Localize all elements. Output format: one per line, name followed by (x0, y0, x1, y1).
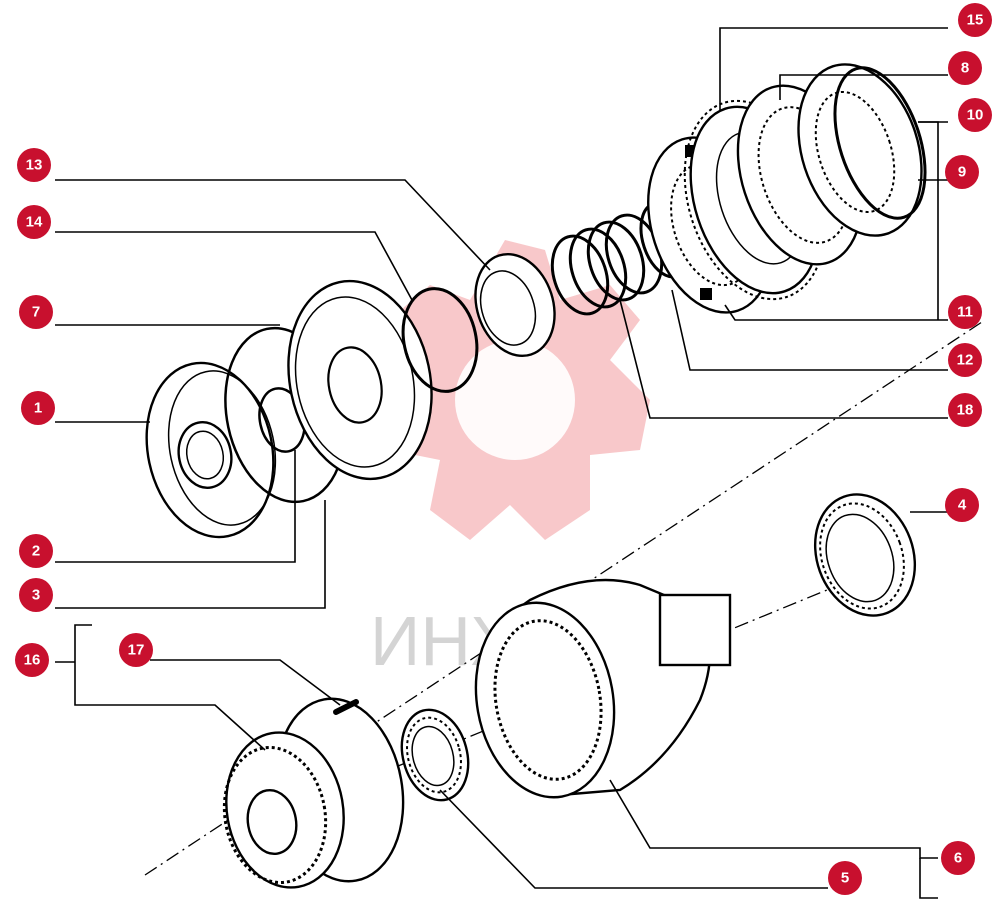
callouts: 1 2 3 7 14 13 16 17 15 8 10 9 11 12 18 4… (15, 3, 992, 895)
callout-8[interactable]: 8 (948, 51, 982, 85)
callout-12-label: 12 (957, 352, 974, 369)
callout-11[interactable]: 11 (948, 295, 982, 329)
leader-6-bracket (919, 858, 938, 899)
leader-13 (55, 179, 491, 271)
callout-17-label: 17 (128, 642, 145, 659)
callout-4[interactable]: 4 (945, 488, 979, 522)
housing-shaft-spline (658, 593, 732, 667)
leader-3 (55, 500, 326, 609)
leader-10-9-bracket (918, 121, 939, 320)
part-3-piston (287, 279, 433, 481)
callout-6-label: 6 (954, 850, 962, 867)
leader-16-bracket (74, 624, 266, 751)
callout-2[interactable]: 2 (19, 534, 53, 568)
callout-1[interactable]: 1 (21, 391, 55, 425)
callout-6[interactable]: 6 (941, 841, 975, 875)
callout-8-label: 8 (961, 60, 969, 77)
part-10-clutch-drum (797, 63, 927, 237)
callout-10[interactable]: 10 (958, 98, 992, 132)
part-6-ring-gear-housing (474, 578, 732, 799)
part-13-bushing (474, 252, 556, 358)
callout-1-label: 1 (34, 400, 42, 417)
callout-12[interactable]: 12 (948, 343, 982, 377)
callout-18[interactable]: 18 (948, 393, 982, 427)
leader-17 (150, 659, 341, 706)
callout-17[interactable]: 17 (119, 633, 153, 667)
callout-14-label: 14 (26, 214, 43, 231)
callout-5-label: 5 (841, 870, 849, 887)
callout-13-label: 13 (26, 157, 43, 174)
leader-lines (55, 27, 948, 899)
lower-assembly-axis (229, 559, 901, 836)
part-4-ball-bearing (813, 493, 917, 617)
watermark-gear-hole (455, 340, 575, 460)
callout-7-label: 7 (32, 304, 40, 321)
leader-5 (439, 789, 828, 889)
callout-9-label: 9 (958, 164, 966, 181)
leader-15 (719, 27, 948, 110)
part-14-snap-ring (401, 287, 479, 393)
callout-15[interactable]: 15 (958, 3, 992, 37)
part-17-pin (333, 699, 359, 715)
callout-5[interactable]: 5 (828, 861, 862, 895)
callout-11-label: 11 (957, 304, 973, 321)
leader-18 (619, 299, 948, 419)
leader-12 (671, 289, 948, 371)
callout-16[interactable]: 16 (15, 643, 49, 677)
leader-2 (55, 450, 296, 563)
callout-7[interactable]: 7 (19, 295, 53, 329)
callout-14[interactable]: 14 (17, 205, 51, 239)
part-5-small-bearing (400, 708, 470, 802)
leader-8 (779, 74, 948, 100)
part-1-cover-disc (145, 361, 277, 539)
callout-10-label: 10 (967, 107, 984, 124)
callout-16-label: 16 (24, 652, 41, 669)
callout-2-label: 2 (32, 543, 40, 560)
callout-3[interactable]: 3 (19, 578, 53, 612)
callout-4-label: 4 (958, 497, 967, 514)
plate-lug-bottom (700, 288, 712, 300)
callout-18-label: 18 (957, 402, 974, 419)
leader-14 (55, 231, 413, 301)
callout-15-label: 15 (967, 12, 984, 29)
callout-13[interactable]: 13 (17, 148, 51, 182)
callout-9[interactable]: 9 (945, 155, 979, 189)
leader-6 (609, 779, 938, 859)
part-16-planet-carrier (222, 697, 405, 889)
leader-11 (724, 304, 948, 321)
callout-3-label: 3 (32, 587, 40, 604)
